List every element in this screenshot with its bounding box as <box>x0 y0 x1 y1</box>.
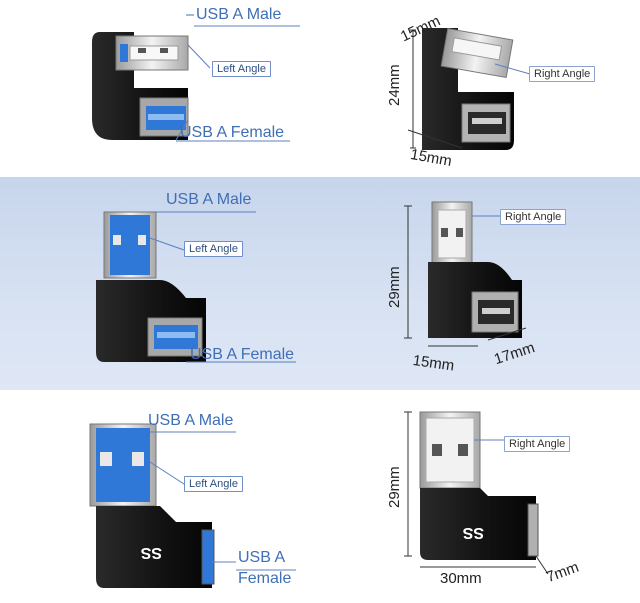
adapter-middle-right <box>428 201 522 338</box>
adapter-top-right <box>422 27 514 150</box>
adapter-bottom-left: SS <box>89 423 215 588</box>
male-label-middle-left: USB A Male <box>166 191 252 208</box>
svg-text:SS: SS <box>140 544 162 561</box>
adapter-bottom-right: SS <box>419 411 539 560</box>
dim-middle-right-side: 29mm <box>386 266 403 308</box>
angle-tag-middle-right: Right Angle <box>500 209 567 225</box>
angle-tag-top-left: Left Angle <box>212 61 271 77</box>
svg-text:SS: SS <box>462 524 484 541</box>
angle-tag-top-right: Right Angle <box>529 66 596 82</box>
angle-tag-bottom-right: Right Angle <box>504 436 571 452</box>
angle-tag-bottom-left: Left Angle <box>184 476 243 492</box>
female-label-bottom-left-line1: USB A <box>238 549 286 566</box>
female-label-middle-left: USB A Female <box>190 346 295 363</box>
male-label-top-left: USB A Male <box>196 6 282 23</box>
adapter-top-left <box>92 32 189 140</box>
female-label-bottom-left-line2: Female <box>238 570 292 587</box>
dim-bottom-right-side: 29mm <box>386 466 403 508</box>
adapter-middle-left <box>96 211 206 362</box>
dim-top-right-side: 24mm <box>386 64 403 106</box>
female-label-top-left: USB A Female <box>180 124 285 141</box>
dim-bottom-right-bottom: 30mm <box>440 570 482 587</box>
male-label-bottom-left: USB A Male <box>148 412 234 429</box>
angle-tag-middle-left: Left Angle <box>184 241 243 257</box>
